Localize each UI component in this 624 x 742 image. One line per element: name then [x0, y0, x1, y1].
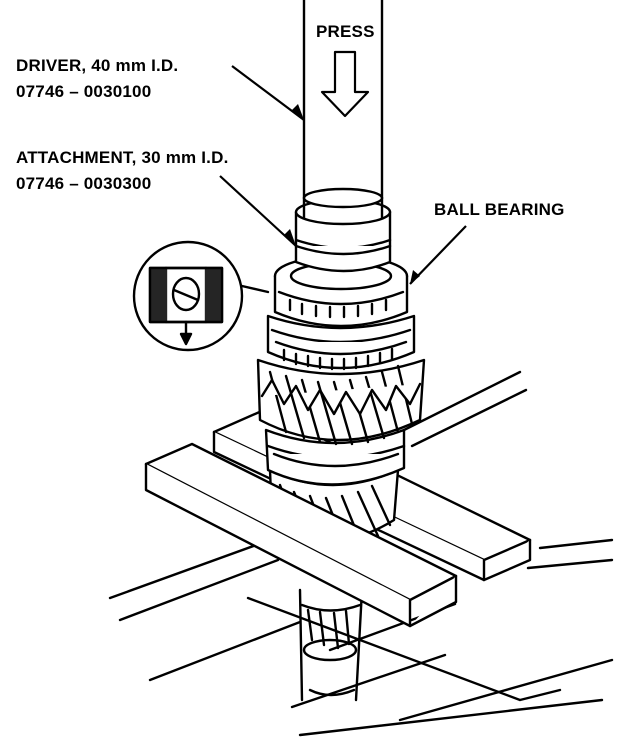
leader-attachment	[219, 175, 297, 247]
arrowhead-driver	[292, 104, 304, 120]
support-block-front	[144, 442, 458, 628]
label-ball-bearing: BALL BEARING	[434, 200, 565, 219]
driver-attachment	[294, 0, 392, 273]
lower-shaft	[298, 588, 364, 702]
label-attachment-name: ATTACHMENT, 30 mm I.D.	[16, 148, 229, 167]
rail-back	[246, 370, 562, 702]
inset-detail	[132, 240, 270, 352]
arrowhead-attachment	[284, 229, 296, 246]
arrowhead-ball-bearing	[410, 270, 420, 284]
rail-front	[108, 538, 614, 737]
leader-driver	[231, 65, 305, 121]
leader-lines	[219, 65, 467, 285]
label-driver-name: DRIVER, 40 mm I.D.	[16, 56, 179, 75]
label-attachment-part: 07746 – 0030300	[16, 174, 152, 193]
label-press: PRESS	[316, 22, 375, 41]
press-arrow	[320, 50, 370, 118]
leader-ball-bearing	[409, 225, 467, 285]
label-driver-part: 07746 – 0030100	[16, 82, 152, 101]
